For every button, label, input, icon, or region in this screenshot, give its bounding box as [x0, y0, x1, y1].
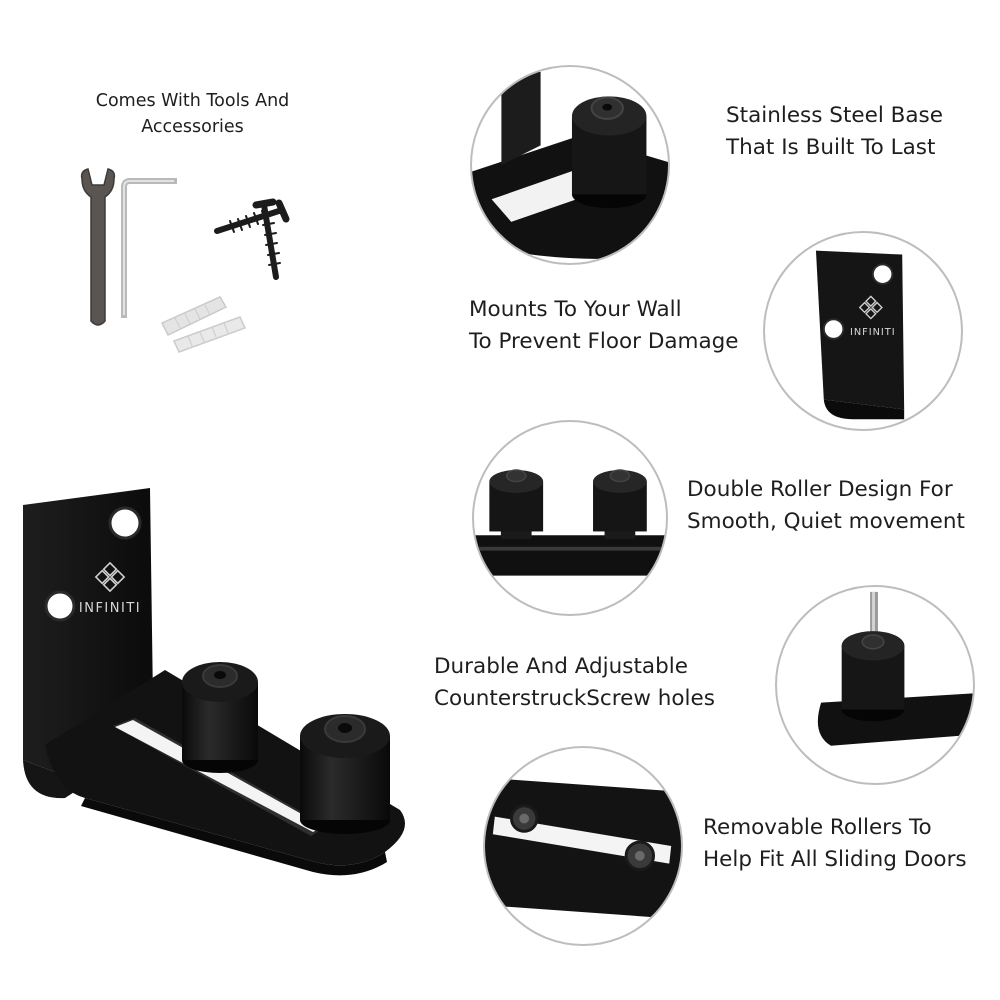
- feature-caption-line-2: CounterstruckScrew holes: [434, 686, 715, 711]
- feature-caption-line-2: Help Fit All Sliding Doors: [703, 847, 967, 872]
- feature-caption-line-1: Mounts To Your Wall: [469, 297, 682, 322]
- detail-circle-wall-plate: INFINITI: [763, 231, 963, 431]
- roller-1: [182, 662, 258, 773]
- detail-circle-removable-rollers: [483, 746, 683, 946]
- feature-caption-line-1: Double Roller Design For: [687, 477, 953, 502]
- detail-circle-roller: [470, 65, 670, 265]
- detail-circle-double-roller: [472, 420, 668, 616]
- feature-caption-removable-rollers: Removable Rollers To Help Fit All Slidin…: [703, 812, 967, 876]
- detail-circle-screw-hole: [775, 585, 975, 785]
- feature-caption-screw-holes: Durable And Adjustable CounterstruckScre…: [434, 651, 715, 715]
- roller-2: [300, 714, 390, 834]
- feature-caption-line-2: That Is Built To Last: [726, 135, 936, 160]
- tools-caption-line-2: Accessories: [141, 117, 244, 137]
- tools-caption: Comes With Tools And Accessories: [60, 88, 325, 140]
- feature-caption-double-roller: Double Roller Design For Smooth, Quiet m…: [687, 474, 965, 538]
- logo-text: INFINITI: [79, 601, 141, 616]
- feature-caption-line-1: Stainless Steel Base: [726, 103, 943, 128]
- wall-plug-icon: [160, 296, 247, 353]
- tools-caption-line-1: Comes With Tools And: [95, 91, 290, 111]
- screw-icon: [214, 198, 290, 280]
- tools-accessories-image: [80, 168, 290, 353]
- feature-caption-wall-mount: Mounts To Your Wall To Prevent Floor Dam…: [469, 294, 739, 358]
- logo-text-small: INFINITI: [850, 327, 896, 338]
- allen-key-icon: [121, 178, 177, 318]
- feature-caption-line-1: Removable Rollers To: [703, 815, 932, 840]
- feature-caption-line-2: Smooth, Quiet movement: [687, 509, 965, 534]
- infiniti-logo: INFINITI: [79, 561, 141, 616]
- feature-caption-line-2: To Prevent Floor Damage: [469, 329, 739, 354]
- floor-guide-main-image: INFINITI: [23, 488, 405, 876]
- feature-caption-stainless-steel: Stainless Steel Base That Is Built To La…: [726, 100, 943, 164]
- feature-caption-line-1: Durable And Adjustable: [434, 654, 688, 679]
- wrench-icon: [80, 168, 116, 326]
